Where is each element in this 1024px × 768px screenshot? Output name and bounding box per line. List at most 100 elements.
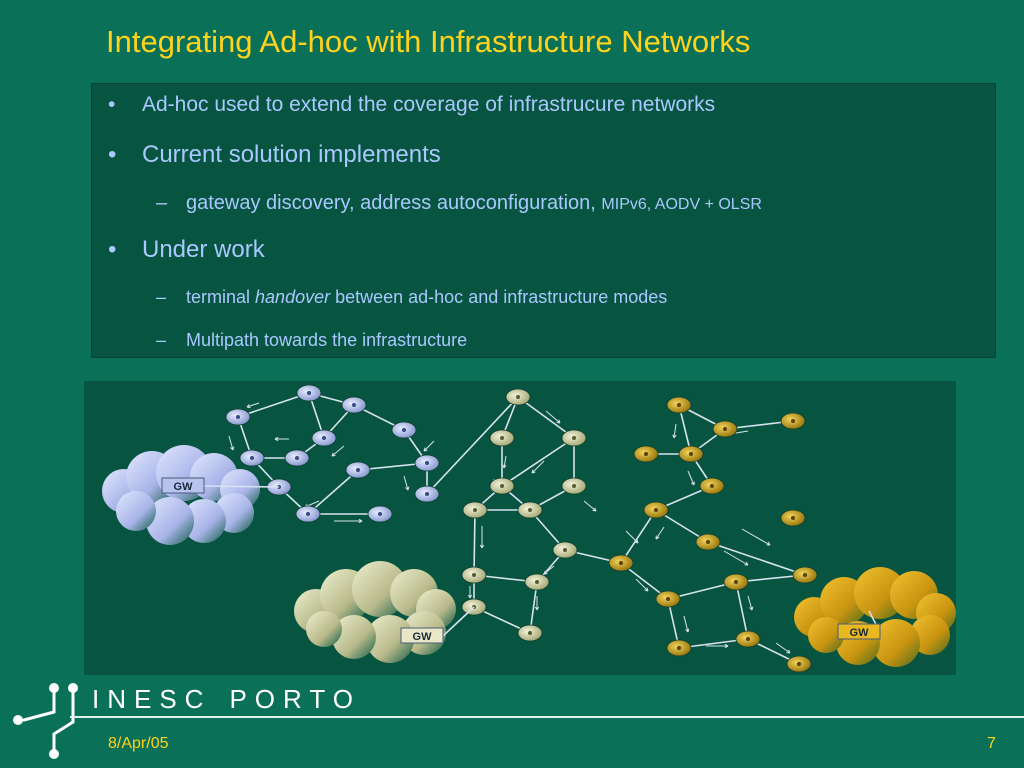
gateway-label-1: GW	[161, 477, 280, 494]
network-link	[620, 509, 657, 564]
bullet-text-box: • Ad-hoc used to extend the coverage of …	[91, 83, 996, 358]
network-diagram: GW GW GW	[84, 381, 956, 675]
network-node	[517, 624, 543, 642]
network-node	[284, 449, 310, 467]
network-node	[296, 384, 322, 402]
network-node	[666, 396, 692, 414]
traffic-arrow	[228, 435, 235, 451]
slide-title: Integrating Ad-hoc with Infrastructure N…	[106, 24, 751, 59]
traffic-arrow	[543, 565, 555, 575]
inesc-logo-icon	[13, 683, 78, 759]
traffic-arrow	[467, 586, 473, 599]
traffic-arrow	[683, 615, 690, 633]
traffic-arrow	[635, 578, 649, 592]
network-link	[735, 581, 749, 640]
cloud-1	[102, 445, 260, 545]
traffic-arrow	[331, 445, 345, 457]
traffic-arrow	[672, 423, 677, 439]
sub-bullet-item-1: – gateway discovery, address autoconfigu…	[156, 192, 762, 215]
network-node	[225, 408, 251, 426]
bullet-marker: •	[108, 93, 116, 116]
network-node	[461, 566, 487, 584]
network-link	[501, 437, 575, 487]
sub-bullet-item-2: – terminal handover between ad-hoc and i…	[156, 287, 668, 308]
traffic-arrow	[334, 518, 363, 524]
network-node	[608, 554, 634, 572]
traffic-arrow	[246, 402, 260, 409]
bullet-marker: •	[108, 236, 117, 263]
traffic-arrow	[625, 530, 639, 544]
traffic-arrow	[741, 528, 771, 546]
sub-bullet-item-3: – Multipath towards the infrastructure	[156, 330, 468, 351]
network-node	[699, 477, 725, 495]
network-diagram-canvas: GW GW GW	[102, 384, 956, 673]
traffic-arrow	[583, 500, 597, 512]
network-link	[529, 581, 538, 634]
gateway-label-3: GW	[837, 610, 881, 640]
traffic-arrow	[747, 595, 754, 611]
bullet-text: Ad-hoc used to extend the coverage of in…	[142, 93, 716, 116]
network-node	[792, 566, 818, 584]
network-node	[786, 655, 812, 673]
traffic-arrow	[655, 526, 665, 540]
sub-bullet-text-emphasis: handover	[255, 287, 331, 307]
svg-text:GW: GW	[413, 631, 433, 643]
network-node	[345, 461, 371, 479]
traffic-arrow	[723, 550, 749, 566]
sub-bullet-marker: –	[156, 330, 167, 350]
network-node	[712, 420, 738, 438]
logo-text-inesc: INESC	[92, 684, 212, 714]
network-node	[723, 573, 749, 591]
traffic-arrow	[531, 460, 545, 474]
network-node	[524, 573, 550, 591]
network-node	[311, 429, 337, 447]
sub-bullet-text: Multipath towards the infrastructure	[186, 330, 468, 350]
inesc-porto-wordmark: INESC PORTO	[92, 684, 361, 715]
network-link	[307, 469, 359, 515]
network-link	[517, 396, 575, 439]
network-node	[633, 445, 659, 463]
traffic-arrow	[534, 596, 540, 611]
network-link	[707, 541, 806, 576]
svg-text:GW: GW	[174, 481, 194, 493]
network-node	[552, 541, 578, 559]
bullet-item-2: • Current solution implements	[108, 141, 441, 169]
network-node	[678, 445, 704, 463]
sub-bullet-text-pre: terminal	[186, 287, 256, 307]
traffic-arrow	[479, 526, 485, 549]
network-node	[517, 501, 543, 519]
traffic-arrow	[687, 470, 695, 486]
sub-bullet-small-text: MIPv6, AODV + OLSR	[601, 196, 762, 213]
cloud-3	[794, 567, 956, 667]
network-node	[561, 429, 587, 447]
network-node	[489, 429, 515, 447]
network-node	[414, 454, 440, 472]
network-node	[414, 485, 440, 503]
network-link	[237, 392, 310, 418]
bullet-item-1: • Ad-hoc used to extend the coverage of …	[108, 93, 716, 117]
traffic-arrow	[274, 436, 289, 442]
traffic-arrow	[775, 642, 791, 654]
network-node	[367, 505, 393, 523]
network-node	[561, 477, 587, 495]
network-node	[295, 505, 321, 523]
svg-text:GW: GW	[850, 627, 870, 639]
footer-divider	[70, 716, 1024, 718]
network-node	[643, 501, 669, 519]
network-node	[735, 630, 761, 648]
traffic-arrow	[403, 475, 410, 491]
logo-text-porto: PORTO	[229, 684, 361, 714]
network-node	[780, 412, 806, 430]
sub-bullet-marker: –	[156, 192, 168, 214]
traffic-arrow	[502, 455, 507, 469]
network-link	[473, 509, 476, 576]
sub-bullet-text-post: between ad-hoc and infrastructure modes	[330, 287, 668, 307]
gateway-label-2: GW	[400, 606, 475, 644]
sub-bullet-text: gateway discovery, address autoconfigura…	[186, 192, 602, 214]
network-node	[462, 501, 488, 519]
bullet-text: Current solution implements	[142, 141, 441, 168]
network-node	[239, 449, 265, 467]
network-node	[655, 590, 681, 608]
network-node	[341, 396, 367, 414]
sub-bullet-marker: –	[156, 287, 167, 307]
